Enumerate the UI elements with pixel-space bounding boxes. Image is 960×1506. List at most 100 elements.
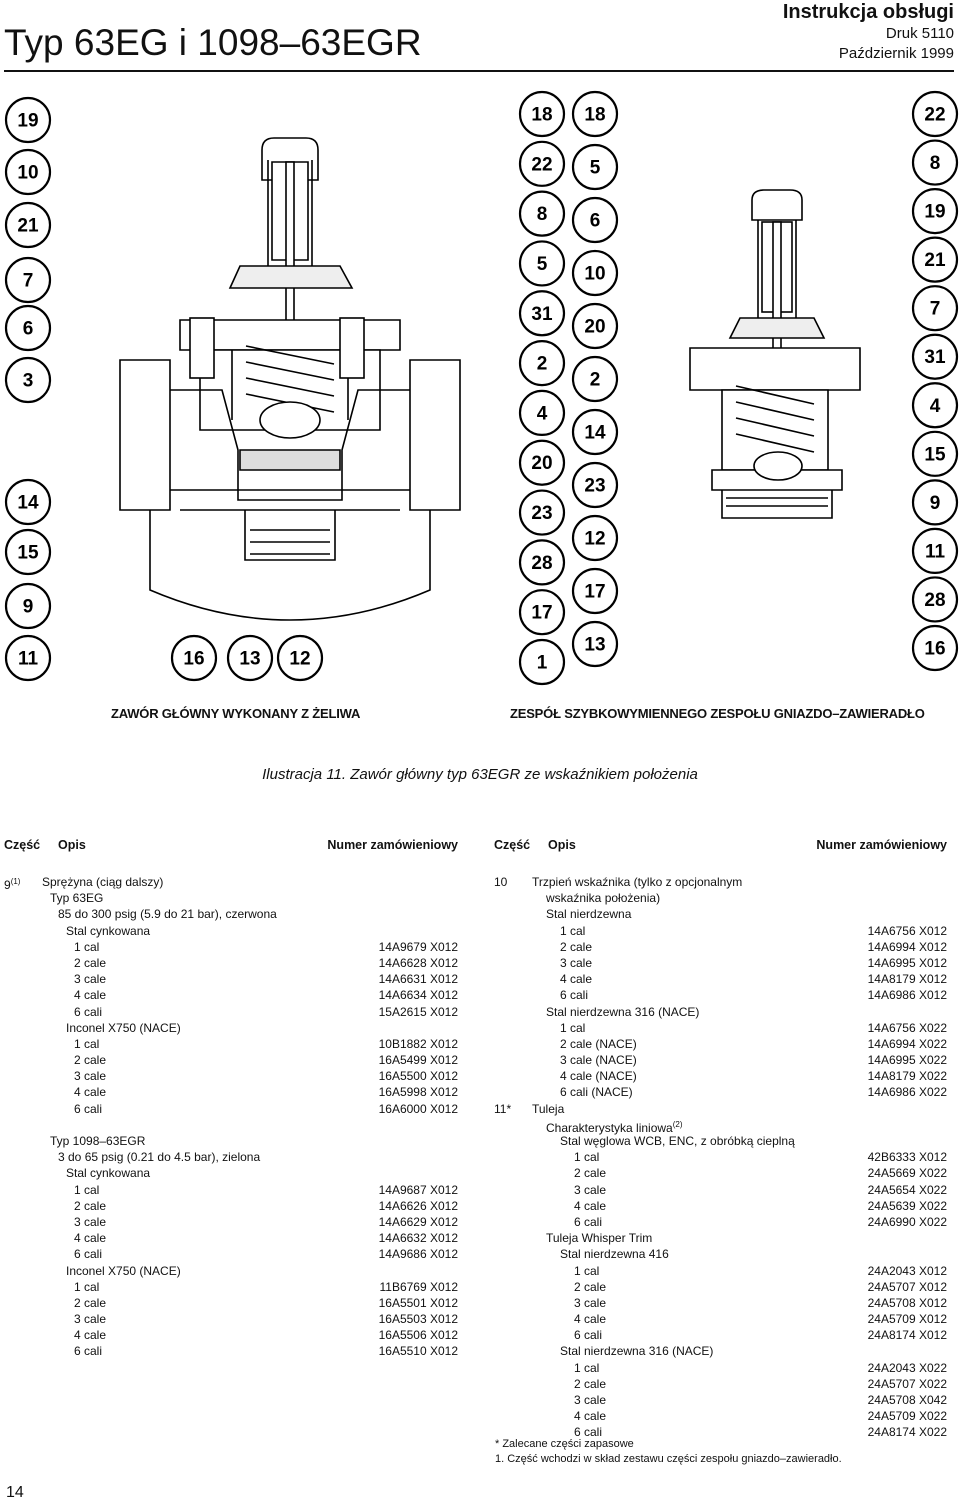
part-description: 4 cale [574,1409,607,1424]
table-row: Inconel X750 (NACE) [4,1263,458,1279]
order-number: 24A5708 X012 [867,1295,947,1310]
table-row: Stal nierdzewna 316 (NACE) [494,1343,947,1359]
callout-circle [571,567,619,615]
order-number: 14A6986 X022 [867,1085,947,1100]
order-number: 24A2043 X022 [867,1360,947,1375]
callout-circle [911,285,959,332]
valve-cross-sections [119,137,861,621]
callout-label: 21 [17,216,39,237]
callout-label: 2 [590,370,601,391]
part-description: 4 cale [74,1328,107,1343]
illustration-caption: Ilustracja 11. Zawór główny typ 63EGR ze… [262,766,698,783]
order-number: 24A5707 X012 [867,1279,947,1294]
callout-circle [911,382,959,429]
part-description: 3 cale [74,1214,107,1229]
part-description: 6 cali [574,1328,603,1343]
order-number: 14A6986 X012 [867,988,947,1003]
part-description: 6 cali [74,1344,103,1359]
header-meta: Instrukcja obsługi Druk 5110 Październik… [783,0,954,64]
page-number: 14 [6,1484,24,1501]
order-number: 24A5709 X012 [867,1312,947,1327]
callout-label: 5 [537,254,548,275]
callout-label: 9 [930,493,941,514]
callout-circle [4,304,52,352]
callout-label: 8 [537,204,548,225]
part-description: 3 cale [74,972,107,987]
callout-label: 13 [584,635,605,656]
callout-circle [518,389,566,437]
table-row: Stal nierdzewna [494,906,947,922]
callout-circle [911,187,959,235]
part-description: 2 cale (NACE) [560,1036,637,1051]
order-number: 24A5639 X022 [867,1198,947,1213]
order-number: 14A6632 X012 [378,1231,458,1246]
callout-circle [571,620,619,668]
callout-circle [911,430,959,477]
callout-circle [571,514,619,562]
part-description: Typ 63EG [50,891,104,906]
part-description: 6 cali [74,1004,103,1019]
part-description: 2 cale [74,1053,107,1068]
table-row: 2 cale 16A5499 X012 [4,1052,458,1068]
order-number: 24A5669 X022 [867,1166,947,1181]
part-description: 4 cale [574,1312,607,1327]
callout-label: 2 [537,354,548,375]
order-number: 14A9687 X012 [378,1182,458,1197]
callout-label: 28 [531,553,552,574]
table-row: Tuleja Whisper Trim [494,1230,947,1246]
order-number: 16A5501 X012 [378,1295,458,1310]
order-number: 24A6990 X022 [867,1214,947,1229]
header-order-number: Numer zamówieniowy [327,838,458,852]
order-number: 42B6333 X012 [867,1150,947,1165]
part-description: Inconel X750 (NACE) [66,1263,181,1278]
table-row [4,1117,458,1133]
table-row: Inconel X750 (NACE) [4,1020,458,1036]
header-description: Opis [548,838,576,852]
order-number: 14A6629 X012 [378,1214,458,1229]
page-title: Typ 63EG i 1098–63EGR [4,22,422,63]
callout-label: 1 [537,653,548,674]
callout-circle [571,249,619,297]
callout-label: 14 [17,493,39,514]
order-number: 14A6994 X022 [867,1036,947,1051]
callout-label: 12 [289,649,310,670]
order-number: 24A2043 X012 [867,1263,947,1278]
callout-label: 4 [537,403,548,424]
order-number: 16A5500 X012 [378,1069,458,1084]
table-row: 4 cale (NACE)14A8179 X022 [494,1068,947,1084]
callout-circle [518,90,566,138]
part-description: 2 cale [574,1376,607,1391]
doc-type: Instrukcja obsługi [782,1,954,23]
table-row: 6 cali (NACE)14A6986 X022 [494,1084,947,1100]
order-number: 24A5654 X022 [867,1182,947,1197]
callout-label: 11 [925,541,946,562]
callout-circle [911,139,959,186]
header-part: Część [4,838,41,852]
callout-circle [170,634,218,682]
order-number: 16A5499 X012 [378,1053,458,1068]
part-description: 1 cal [74,939,100,954]
part-key: 10 [494,875,508,889]
parts-table-left: Część Opis Numer zamówieniowy 9(1)Spręży… [4,838,458,1360]
order-number: 14A6628 X012 [378,955,458,970]
part-description: 6 cali [74,1101,103,1116]
part-description: 3 do 65 psig (0.21 do 4.5 bar), zielona [58,1150,261,1165]
footnote-spares: * Zalecane części zapasowe [495,1438,634,1450]
part-description: 1 cal [560,1020,586,1035]
part-description: Stal cynkowana [66,923,151,938]
callout-circle [518,140,566,187]
part-description: 6 cali [560,988,589,1003]
